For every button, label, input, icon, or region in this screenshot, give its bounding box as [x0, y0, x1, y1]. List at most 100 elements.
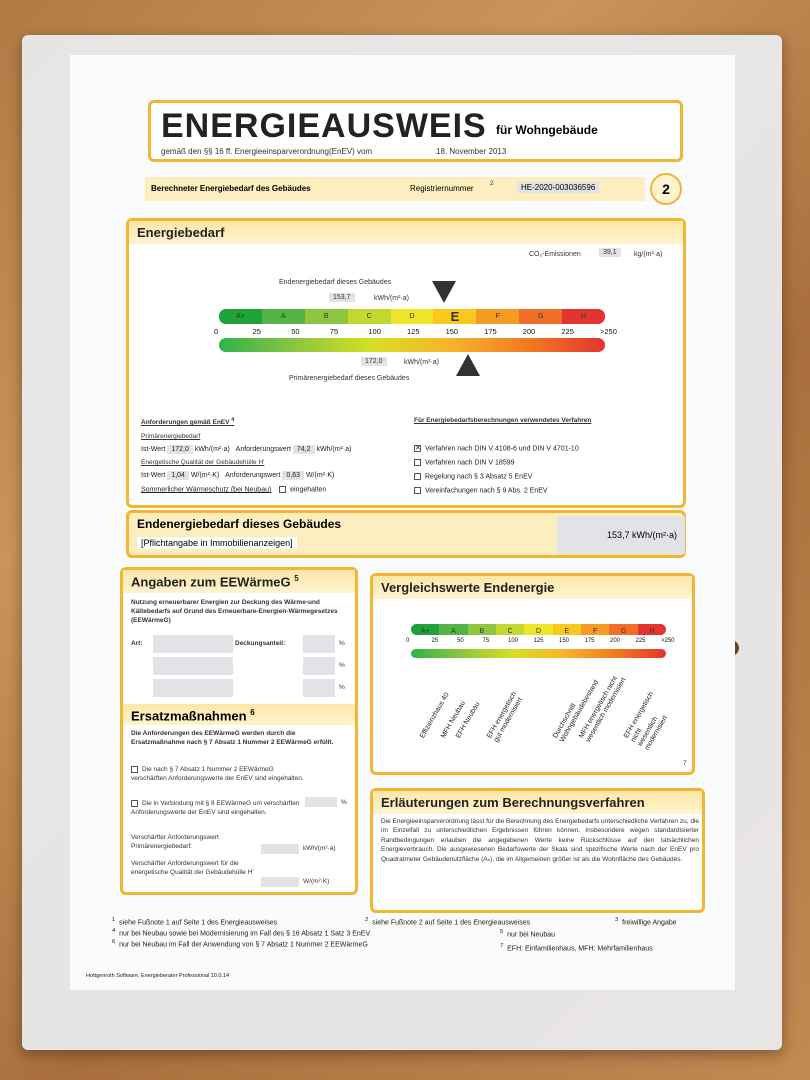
ist2-value: 1,04	[167, 471, 189, 480]
scale-tick: 75	[482, 638, 490, 644]
quality-row: Ist-Wert 1,04 W/(m²·K) Anforderungswert …	[141, 471, 335, 480]
verfahren-heading: Für Energiebedarfsberechnungen verwendet…	[414, 417, 592, 424]
footnote-3: 3 freiwillige Angabe	[615, 917, 677, 927]
energy-class-C: C	[495, 624, 525, 635]
energy-class-H: H	[637, 624, 666, 635]
subtitle: gemäß den §§ 16 ff. Energieeinsparverord…	[161, 147, 373, 156]
erlaeuterungen-heading: Erläuterungen zum Berechnungsverfahren	[373, 791, 702, 814]
scale-tick: 225	[635, 638, 646, 644]
title-box: ENERGIEAUSWEIS für Wohngebäude gemäß den…	[148, 100, 683, 162]
scale-tick: 175	[484, 327, 497, 336]
title-suffix: für Wohngebäude	[496, 123, 598, 137]
scale-tick: 125	[533, 638, 544, 644]
energy-class-F: F	[476, 309, 520, 324]
sommer-row: Sommerlicher Wärmeschutz (bei Neubau) ei…	[141, 486, 327, 494]
scale-tick: 0	[214, 327, 219, 336]
percent-2: %	[339, 662, 345, 669]
vergleich-heading: Vergleichswerte Endenergie	[373, 576, 692, 599]
deckung-field-2[interactable]	[303, 657, 335, 675]
verfahren-label: Vereinfachungen nach § 9 Abs. 2 EnEV	[425, 487, 548, 495]
scale-tick: 100	[368, 327, 381, 336]
software-credit: Hottgenroth Software, Energieberater Pro…	[86, 973, 230, 979]
art-field-3[interactable]	[153, 679, 233, 697]
deckung-field-3[interactable]	[303, 679, 335, 697]
end-value: 153,7	[329, 293, 355, 302]
verfahren-item: Regelung nach § 3 Absatz 5 EnEV	[414, 473, 532, 480]
verfahren-item: Verfahren nach DIN V 18599	[414, 459, 515, 466]
vergleich-footnote: 7	[683, 760, 687, 767]
art-field-1[interactable]	[153, 635, 233, 653]
ersatz-v2-field[interactable]	[261, 877, 299, 887]
endenergie-value: 153,7 kWh/(m²·a)	[606, 530, 677, 540]
erlaeuterungen-box: Erläuterungen zum Berechnungsverfahren D…	[370, 788, 705, 913]
verfahren-checkbox[interactable]: ✕	[414, 445, 421, 452]
energy-class-E: E	[433, 309, 477, 324]
endenergie-value-box: 153,7 kWh/(m²·a)	[557, 516, 685, 554]
scale-tick: 150	[445, 327, 459, 336]
ersatz-heading: Ersatzmaßnahmen 6	[123, 704, 355, 728]
endenergie-box: Endenergiebedarf dieses Gebäudes [Pflich…	[126, 510, 686, 558]
end-arrow	[432, 281, 456, 303]
endenergie-subtitle: [Pflichtangabe in Immobilienanzeigen]	[137, 537, 297, 549]
verfahren-checkbox[interactable]	[414, 487, 421, 494]
verfahren-label: Verfahren nach DIN V 18599	[425, 459, 515, 467]
verfahren-checkbox[interactable]	[414, 473, 421, 480]
subtitle-date: 18. November 2013	[436, 147, 507, 156]
footnote-5: 5 nur bei Neubau	[500, 929, 556, 939]
art-field-2[interactable]	[153, 657, 233, 675]
energy-class-A: A	[439, 624, 468, 635]
registration-bar: Berechneter Energiebedarf des Gebäudes R…	[145, 177, 645, 201]
percent-1: %	[339, 640, 345, 647]
end-label: Endenergiebedarf dieses Gebäudes	[279, 279, 392, 286]
ersatz-percent-field[interactable]	[305, 797, 337, 807]
footnote-2: 2 siehe Fußnote 2 auf Seite 1 des Energi…	[365, 917, 531, 927]
energy-class-G: G	[609, 624, 638, 635]
verfahren-checkbox[interactable]	[414, 459, 421, 466]
scale-tick: >250	[600, 327, 617, 336]
ersatz-v1-field[interactable]	[261, 844, 299, 854]
quality-label: Energetische Qualität der Gebäudehülle H…	[141, 459, 265, 466]
art-label: Art:	[131, 640, 143, 647]
page-title: ENERGIEAUSWEIS	[161, 107, 487, 145]
energy-class-F: F	[580, 624, 610, 635]
ersatz-intro: Die Anforderungen des EEWärmeG werden du…	[131, 730, 334, 746]
page-number-badge: 2	[650, 173, 682, 205]
ersatz-checkbox-2[interactable]	[131, 799, 138, 807]
scale-tick: 125	[407, 327, 420, 336]
verfahren-item: ✕Verfahren nach DIN V 4108-6 und DIN V 4…	[414, 445, 579, 452]
end-unit: kWh/(m²·a)	[374, 295, 409, 302]
reg-number-value: HE-2020-003036596	[517, 182, 600, 193]
verfahren-label: Regelung nach § 3 Absatz 5 EnEV	[425, 473, 533, 481]
eewaerme-intro: Nutzung erneuerbarer Energien zur Deckun…	[131, 599, 338, 624]
energiebedarf-heading: Energiebedarf	[129, 221, 683, 244]
vergleich-label: EFH energetisch nicht wesentlich moderni…	[623, 690, 670, 752]
energy-class-A+: A+	[411, 624, 440, 635]
footnote-7: 7 EFH: Einfamilienhaus, MFH: Mehrfamilie…	[500, 943, 653, 953]
energiebedarf-box: Energiebedarf CO₂-Emissionen 39,1 kg/(m²…	[126, 218, 686, 508]
anf-value: 74,2	[292, 445, 315, 454]
energy-class-G: G	[519, 309, 563, 324]
ersatz-percent: %	[341, 799, 347, 806]
co2-label: CO₂-Emissionen	[529, 251, 581, 258]
endenergie-title: Endenergiebedarf dieses Gebäudes	[137, 517, 342, 531]
footnote-6: 6 nur bei Neubau im Fall der Anwendung v…	[112, 939, 368, 949]
energy-class-D: D	[524, 624, 553, 635]
sommer-checkbox[interactable]	[279, 486, 287, 493]
ist-value: 172,0	[167, 445, 193, 454]
co2-unit: kg/(m²·a)	[634, 251, 663, 258]
reg-sup: 2	[490, 180, 494, 187]
primar-label: Primärenergiebedarf	[141, 433, 201, 440]
scale-tick: 75	[329, 327, 339, 336]
primar-row: Ist-Wert 172,0 kWh/(m²·a) Anforderungswe…	[141, 445, 352, 454]
scale-tick: 25	[252, 327, 261, 336]
scale-tick: 0	[406, 638, 410, 644]
scale-tick: 200	[610, 638, 621, 644]
ersatz-checkbox-1[interactable]	[131, 765, 138, 773]
vergleich-label: EFH energetisch gut modernisiert	[485, 690, 524, 744]
ersatz-v1: Verschärfter Anforderungswert Primärener…	[131, 834, 219, 850]
deckung-field-1[interactable]	[303, 635, 335, 653]
deckung-label: Deckungsanteil:	[235, 640, 286, 647]
primary-label: Primärenergiebedarf dieses Gebäudes	[289, 375, 410, 382]
